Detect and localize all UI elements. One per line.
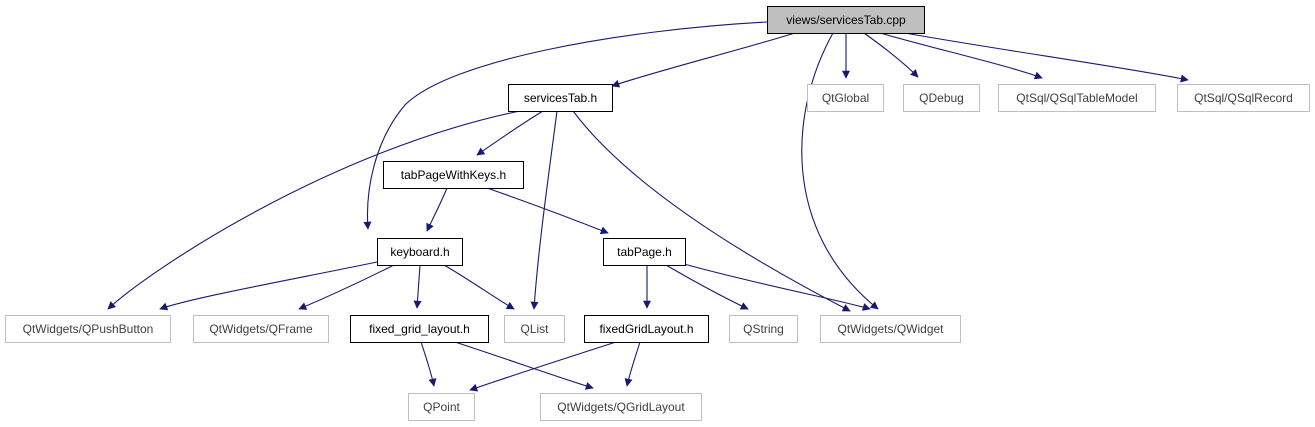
node-label: views/servicesTab.cpp	[786, 13, 906, 27]
node-box	[998, 84, 1156, 112]
edge-fixedGridLayout-h-to-QGridLayout	[624, 341, 641, 387]
edges-layer	[107, 21, 1189, 392]
node-QList: QList	[504, 315, 565, 343]
edge-tabPage-h-to-QWidget	[683, 263, 871, 311]
node-box	[5, 315, 171, 343]
node-QPushButton: QtWidgets/QPushButton	[5, 315, 171, 343]
edge-root-to-keyboard-h	[363, 21, 768, 230]
node-tabPageWithKeys-h[interactable]: tabPageWithKeys.h	[383, 161, 524, 189]
edge-root-to-QSqlTableModel	[879, 32, 1043, 80]
node-box	[767, 6, 925, 34]
node-label: QtWidgets/QFrame	[209, 322, 313, 336]
node-servicesTab-h[interactable]: servicesTab.h	[508, 84, 613, 112]
node-QGridLayout: QtWidgets/QGridLayout	[540, 393, 702, 421]
node-label: tabPageWithKeys.h	[401, 168, 506, 182]
node-box	[193, 315, 329, 343]
node-box	[603, 238, 686, 266]
node-box	[408, 393, 475, 421]
edge-servicesTab-h-to-QPushButton	[107, 110, 521, 310]
node-label: QPoint	[423, 400, 460, 414]
node-QtGlobal: QtGlobal	[807, 84, 884, 112]
node-label: QDebug	[919, 91, 964, 105]
edge-keyboard-h-to-QList	[443, 264, 515, 310]
node-box	[508, 84, 613, 112]
node-box	[807, 84, 884, 112]
edge-tabPage-h-to-QString	[665, 264, 749, 310]
edge-root-to-servicesTab-h	[611, 32, 796, 88]
node-label: QtGlobal	[822, 91, 869, 105]
edge-fixed-grid-layout-h-to-QGridLayout	[454, 341, 594, 390]
node-box	[504, 315, 565, 343]
node-keyboard-h[interactable]: keyboard.h	[377, 238, 463, 266]
node-box	[350, 315, 489, 343]
node-root[interactable]: views/servicesTab.cpp	[767, 6, 925, 34]
node-label: keyboard.h	[390, 245, 449, 259]
nodes-layer: views/servicesTab.cpp servicesTab.h QtGlob…	[5, 6, 1310, 421]
node-label: QtWidgets/QPushButton	[23, 322, 154, 336]
node-fixed-grid-layout-h[interactable]: fixed_grid_layout.h	[350, 315, 489, 343]
node-label: QtWidgets/QGridLayout	[557, 400, 685, 414]
edge-tabPageWithKeys-h-to-tabPage-h	[486, 187, 609, 235]
node-QString: QString	[729, 315, 798, 343]
node-label: servicesTab.h	[524, 91, 597, 105]
node-label: QtSql/QSqlRecord	[1194, 91, 1293, 105]
node-label: QList	[520, 322, 549, 336]
node-QDebug: QDebug	[903, 84, 980, 112]
edge-keyboard-h-to-QFrame	[298, 264, 395, 310]
edge-servicesTab-h-to-QWidget	[572, 110, 851, 312]
edge-root-to-QDebug	[863, 32, 919, 78]
node-label: QtWidgets/QWidget	[837, 322, 944, 336]
edge-servicesTab-h-to-QList	[530, 110, 558, 310]
node-box	[1177, 84, 1310, 112]
node-QFrame: QtWidgets/QFrame	[193, 315, 329, 343]
node-box	[820, 315, 961, 343]
node-box	[540, 393, 702, 421]
node-fixedGridLayout-h[interactable]: fixedGridLayout.h	[584, 315, 709, 343]
node-box	[383, 161, 524, 189]
edge-root-to-QWidget	[801, 32, 879, 310]
edge-fixedGridLayout-h-to-QPoint	[469, 341, 617, 392]
node-QSqlRecord: QtSql/QSqlRecord	[1177, 84, 1310, 112]
edge-tabPageWithKeys-h-to-keyboard-h	[426, 187, 448, 232]
edge-fixed-grid-layout-h-to-QPoint	[420, 341, 437, 387]
node-QPoint: QPoint	[408, 393, 475, 421]
node-label: QString	[743, 322, 784, 336]
node-tabPage-h[interactable]: tabPage.h	[603, 238, 686, 266]
node-label: tabPage.h	[617, 245, 672, 259]
edge-keyboard-h-to-QPushButton	[159, 261, 378, 311]
node-label: fixedGridLayout.h	[599, 322, 693, 336]
node-box	[584, 315, 709, 343]
node-QSqlTableModel: QtSql/QSqlTableModel	[998, 84, 1156, 112]
node-box	[903, 84, 980, 112]
node-label: fixed_grid_layout.h	[369, 322, 470, 336]
edge-keyboard-h-to-fixed-grid-layout-h	[413, 264, 422, 309]
edge-root-to-QSqlRecord	[904, 32, 1189, 83]
node-QWidget: QtWidgets/QWidget	[820, 315, 961, 343]
edge-servicesTab-h-to-tabPageWithKeys-h	[476, 110, 544, 156]
node-box	[729, 315, 798, 343]
node-box	[377, 238, 463, 266]
node-label: QtSql/QSqlTableModel	[1016, 91, 1137, 105]
